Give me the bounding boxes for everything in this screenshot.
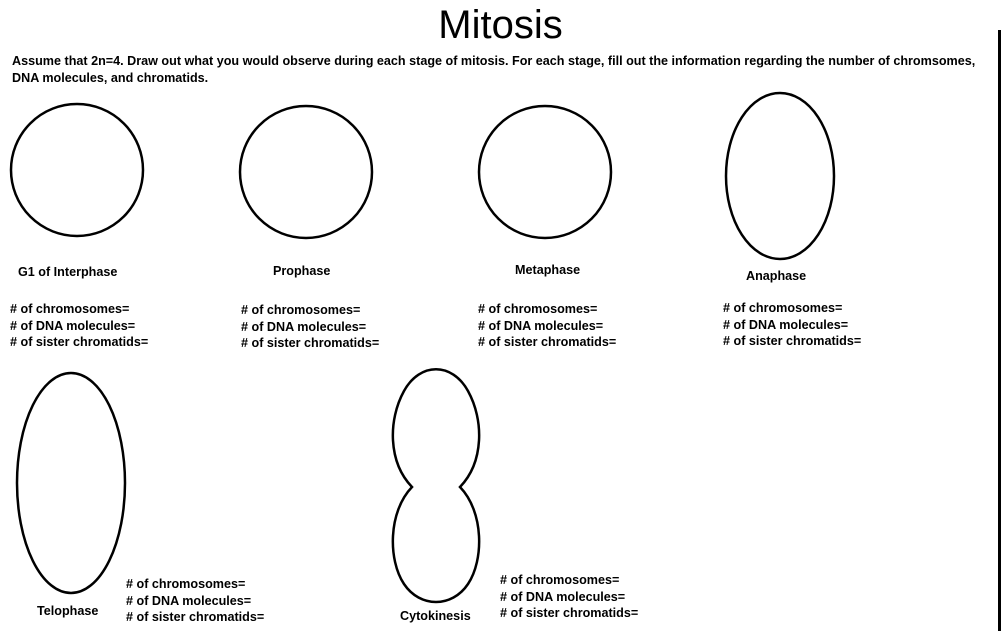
- chromatids-count-label: # of sister chromatids=: [126, 610, 265, 624]
- counts-prophase: # of chromosomes= # of DNA molecules= # …: [241, 302, 379, 352]
- dna-count-label: # of DNA molecules=: [723, 317, 849, 332]
- metaphase-cell-outline: [477, 104, 613, 240]
- stage-label-prophase: Prophase: [273, 264, 331, 278]
- stage-label-g1: G1 of Interphase: [18, 265, 118, 279]
- chromosomes-count-label: # of chromosomes=: [126, 577, 246, 591]
- chromatids-count-label: # of sister chromatids=: [10, 335, 149, 349]
- chromatids-count-label: # of sister chromatids=: [500, 606, 639, 620]
- g1-cell-outline: [9, 102, 145, 238]
- page-right-border: [998, 30, 1001, 631]
- dna-count-label: # of DNA molecules=: [241, 319, 367, 334]
- chromatids-count-label: # of sister chromatids=: [478, 335, 617, 349]
- chromosomes-count-label: # of chromosomes=: [500, 573, 620, 587]
- cytokinesis-cell-outline: [391, 368, 481, 604]
- instructions-text: Assume that 2n=4. Draw out what you woul…: [12, 54, 976, 85]
- telophase-cell-outline: [15, 371, 127, 595]
- chromatids-count-label: # of sister chromatids=: [241, 336, 380, 350]
- prophase-cell-outline: [238, 104, 374, 240]
- counts-anaphase: # of chromosomes= # of DNA molecules= # …: [723, 300, 861, 350]
- dna-count-label: # of DNA molecules=: [478, 318, 604, 333]
- dna-count-label: # of DNA molecules=: [500, 589, 626, 604]
- counts-telophase: # of chromosomes= # of DNA molecules= # …: [126, 576, 264, 626]
- counts-cytokinesis: # of chromosomes= # of DNA molecules= # …: [500, 572, 638, 622]
- chromosomes-count-label: # of chromosomes=: [723, 301, 843, 315]
- stage-label-metaphase: Metaphase: [515, 263, 581, 277]
- stage-label-anaphase: Anaphase: [746, 269, 807, 283]
- stage-label-cytokinesis: Cytokinesis: [400, 609, 471, 623]
- counts-g1: # of chromosomes= # of DNA molecules= # …: [10, 301, 148, 351]
- dna-count-label: # of DNA molecules=: [126, 593, 252, 608]
- chromatids-count-label: # of sister chromatids=: [723, 334, 862, 348]
- anaphase-cell-outline: [724, 91, 836, 261]
- chromosomes-count-label: # of chromosomes=: [10, 302, 130, 316]
- chromosomes-count-label: # of chromosomes=: [478, 302, 598, 316]
- dna-count-label: # of DNA molecules=: [10, 318, 136, 333]
- stage-label-telophase: Telophase: [37, 604, 99, 618]
- chromosomes-count-label: # of chromosomes=: [241, 303, 361, 317]
- page-title: Mitosis: [438, 3, 563, 47]
- counts-metaphase: # of chromosomes= # of DNA molecules= # …: [478, 301, 616, 351]
